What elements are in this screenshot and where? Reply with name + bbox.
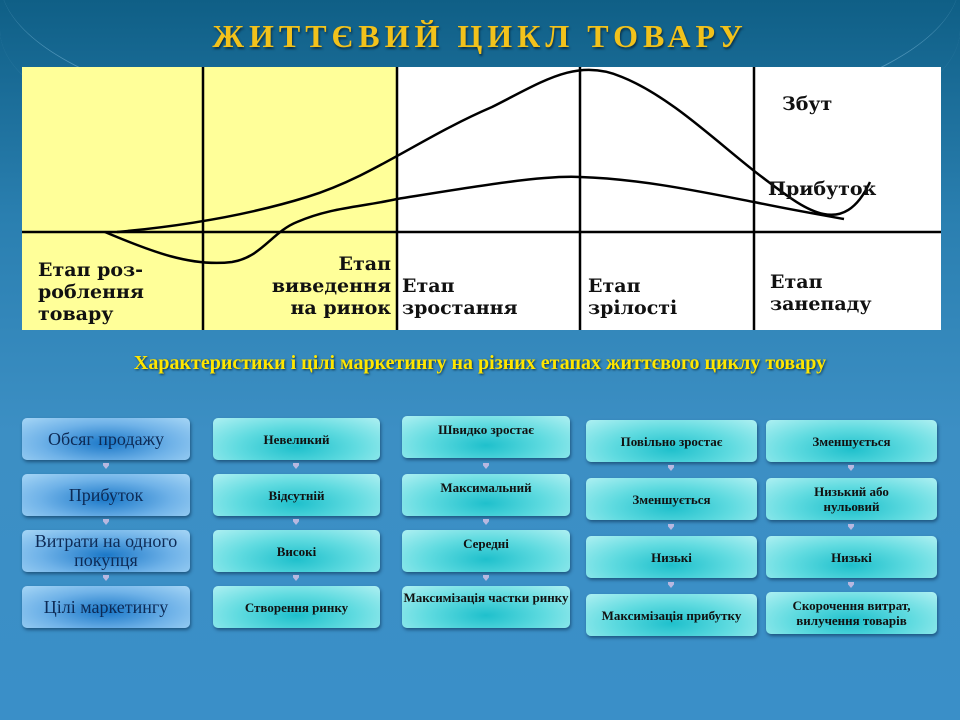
- row-header-cost-per-customer: Витрати на одного покупця: [22, 530, 190, 572]
- maturity-sales: Повільно зростає: [586, 420, 757, 462]
- arrow-down-icon: [483, 575, 489, 581]
- growth-profit: Максимальний: [402, 474, 570, 516]
- sales-curve: [116, 68, 872, 234]
- profit-label: Прибуток: [768, 178, 877, 200]
- introduction-goals: Створення ринку: [213, 586, 380, 628]
- stage-decline: Етап занепаду: [770, 271, 872, 315]
- arrow-down-icon: [668, 524, 674, 530]
- life-cycle-graph: [22, 67, 941, 330]
- stage-maturity: Етап зрілості: [588, 275, 678, 319]
- slide-title: ЖИТТЄВИЙ ЦИКЛ ТОВАРУ: [212, 18, 748, 54]
- sales-label: Збут: [782, 93, 833, 115]
- arrow-down-icon: [293, 575, 299, 581]
- growth-costs: Середні: [402, 530, 570, 572]
- growth-goals: Максимізація частки ринку: [402, 586, 570, 628]
- introduction-profit: Відсутній: [213, 474, 380, 516]
- arrow-down-icon: [483, 463, 489, 469]
- maturity-profit: Зменшується: [586, 478, 757, 520]
- table-subtitle: Характеристики і цілі маркетингу на різн…: [133, 352, 827, 374]
- arrow-down-icon: [103, 463, 109, 469]
- maturity-goals: Максимізація прибутку: [586, 594, 757, 636]
- arrow-down-icon: [848, 465, 854, 471]
- decline-goals: Скорочення витрат, вилучення товарів: [766, 592, 937, 634]
- row-header-profit: Прибуток: [22, 474, 190, 516]
- arrow-down-icon: [483, 519, 489, 525]
- row-header-sales: Обсяг продажу: [22, 418, 190, 460]
- introduction-costs: Високі: [213, 530, 380, 572]
- arrow-down-icon: [103, 575, 109, 581]
- stage-development: Етап роз- роблення товару: [38, 259, 144, 325]
- life-cycle-chart: Збут Прибуток Етап роз- роблення товару …: [22, 67, 941, 330]
- stage-introduction: Етап виведення на ринок: [271, 253, 391, 319]
- decline-costs: Низькі: [766, 536, 937, 578]
- introduction-sales: Невеликий: [213, 418, 380, 460]
- arrow-down-icon: [668, 465, 674, 471]
- arrow-down-icon: [293, 463, 299, 469]
- arrow-down-icon: [848, 524, 854, 530]
- stage-growth: Етап зростання: [402, 275, 518, 319]
- row-header-marketing-goals: Цілі маркетингу: [22, 586, 190, 628]
- arrow-down-icon: [103, 519, 109, 525]
- maturity-costs: Низькі: [586, 536, 757, 578]
- early-stages-background: [22, 67, 397, 330]
- arrow-down-icon: [668, 582, 674, 588]
- decline-profit: Низький або нульовий: [766, 478, 937, 520]
- growth-sales: Швидко зростає: [402, 416, 570, 458]
- arrow-down-icon: [848, 582, 854, 588]
- profit-curve: [104, 175, 845, 265]
- decline-sales: Зменшується: [766, 420, 937, 462]
- arrow-down-icon: [293, 519, 299, 525]
